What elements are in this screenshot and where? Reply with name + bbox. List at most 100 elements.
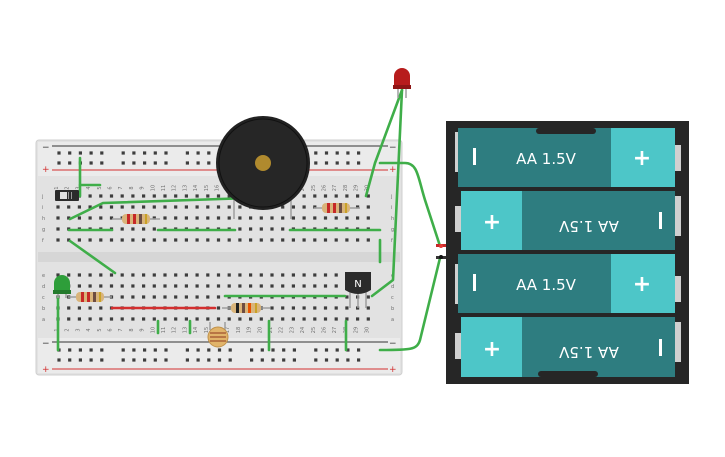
breadboard-hole[interactable] (131, 295, 135, 299)
breadboard-hole[interactable] (345, 295, 349, 299)
breadboard-hole[interactable] (184, 205, 188, 209)
rail-hole[interactable] (153, 161, 157, 165)
breadboard-hole[interactable] (99, 205, 103, 209)
breadboard-hole[interactable] (216, 205, 221, 209)
rail-hole[interactable] (207, 161, 211, 165)
wire-switch-to-buzzer[interactable] (68, 196, 252, 221)
breadboard-hole[interactable] (184, 194, 188, 198)
rail-hole[interactable] (164, 161, 168, 165)
breadboard-hole[interactable] (142, 317, 146, 321)
rail-hole[interactable] (57, 161, 61, 165)
battery-pack[interactable]: AA 1.5V + + AA 1.5V AA 1.5V + (436, 121, 689, 384)
breadboard-hole[interactable] (259, 317, 263, 321)
slide-switch[interactable] (55, 190, 79, 201)
rail-hole[interactable] (346, 161, 350, 165)
breadboard-hole[interactable] (77, 273, 81, 277)
rail-hole[interactable] (196, 358, 200, 362)
breadboard-hole[interactable] (302, 284, 306, 288)
rail-hole[interactable] (132, 358, 136, 362)
rail-hole[interactable] (196, 348, 200, 352)
breadboard-hole[interactable] (109, 273, 114, 277)
breadboard-hole[interactable] (152, 194, 156, 198)
breadboard-hole[interactable] (281, 317, 285, 321)
breadboard-hole[interactable] (216, 273, 221, 277)
rail-hole[interactable] (260, 348, 264, 352)
breadboard-hole[interactable] (323, 238, 328, 242)
led-red[interactable] (393, 68, 411, 98)
rail-hole[interactable] (121, 358, 125, 362)
rail-hole[interactable] (121, 348, 125, 352)
rail-hole[interactable] (207, 151, 211, 155)
breadboard-hole[interactable] (152, 238, 156, 242)
rail-hole[interactable] (250, 348, 254, 352)
rail-hole[interactable] (164, 348, 168, 352)
breadboard-hole[interactable] (120, 227, 124, 231)
breadboard-hole[interactable] (99, 317, 103, 321)
breadboard-hole[interactable] (313, 306, 317, 310)
rail-hole[interactable] (100, 348, 104, 352)
breadboard-hole[interactable] (313, 284, 317, 288)
breadboard-hole[interactable] (345, 238, 349, 242)
rail-hole[interactable] (324, 358, 329, 362)
breadboard-hole[interactable] (88, 306, 92, 310)
breadboard-hole[interactable] (270, 306, 274, 310)
breadboard-hole[interactable] (195, 284, 199, 288)
rail-hole[interactable] (57, 151, 61, 155)
breadboard-hole[interactable] (184, 273, 188, 277)
breadboard-hole[interactable] (163, 295, 167, 299)
rail-hole[interactable] (217, 348, 222, 352)
breadboard-hole[interactable] (323, 216, 328, 220)
rail-hole[interactable] (89, 151, 93, 155)
breadboard-hole[interactable] (356, 238, 360, 242)
breadboard-hole[interactable] (281, 306, 285, 310)
breadboard-hole[interactable] (366, 194, 370, 198)
breadboard-hole[interactable] (152, 205, 156, 209)
rail-hole[interactable] (143, 151, 147, 155)
rail-hole[interactable] (314, 151, 318, 155)
breadboard-hole[interactable] (238, 238, 242, 242)
breadboard-hole[interactable] (302, 306, 306, 310)
breadboard-hole[interactable] (109, 194, 114, 198)
rail-hole[interactable] (260, 358, 264, 362)
breadboard-hole[interactable] (77, 306, 81, 310)
breadboard-hole[interactable] (356, 205, 360, 209)
breadboard-hole[interactable] (174, 194, 178, 198)
breadboard-hole[interactable] (206, 216, 210, 220)
breadboard-hole[interactable] (227, 284, 231, 288)
breadboard-hole[interactable] (109, 284, 114, 288)
breadboard-hole[interactable] (323, 284, 328, 288)
breadboard-hole[interactable] (216, 216, 221, 220)
rail-hole[interactable] (282, 348, 286, 352)
breadboard-hole[interactable] (99, 238, 103, 242)
battery-cell-3[interactable]: AA 1.5V + (455, 254, 681, 313)
breadboard-hole[interactable] (77, 216, 81, 220)
breadboard-hole[interactable] (313, 273, 317, 277)
rail-hole[interactable] (89, 161, 93, 165)
breadboard-hole[interactable] (99, 306, 103, 310)
breadboard-hole[interactable] (163, 205, 167, 209)
breadboard-hole[interactable] (163, 273, 167, 277)
breadboard-hole[interactable] (142, 194, 146, 198)
rail-hole[interactable] (132, 151, 136, 155)
rail-hole[interactable] (207, 348, 211, 352)
breadboard-hole[interactable] (366, 205, 370, 209)
breadboard-hole[interactable] (77, 205, 81, 209)
breadboard-hole[interactable] (259, 238, 263, 242)
rail-hole[interactable] (346, 358, 350, 362)
breadboard-hole[interactable] (302, 273, 306, 277)
breadboard-hole[interactable] (249, 227, 253, 231)
rail-hole[interactable] (196, 161, 200, 165)
resistor-bottom-center[interactable] (222, 303, 270, 313)
rail-hole[interactable] (292, 358, 296, 362)
breadboard-hole[interactable] (238, 205, 242, 209)
breadboard-hole[interactable] (323, 317, 328, 321)
breadboard-hole[interactable] (238, 284, 242, 288)
breadboard-hole[interactable] (356, 317, 360, 321)
rail-hole[interactable] (314, 161, 318, 165)
breadboard-hole[interactable] (249, 284, 253, 288)
breadboard-hole[interactable] (131, 238, 135, 242)
breadboard-hole[interactable] (195, 295, 199, 299)
breadboard-hole[interactable] (120, 317, 124, 321)
breadboard-hole[interactable] (67, 205, 71, 209)
breadboard-hole[interactable] (345, 216, 349, 220)
